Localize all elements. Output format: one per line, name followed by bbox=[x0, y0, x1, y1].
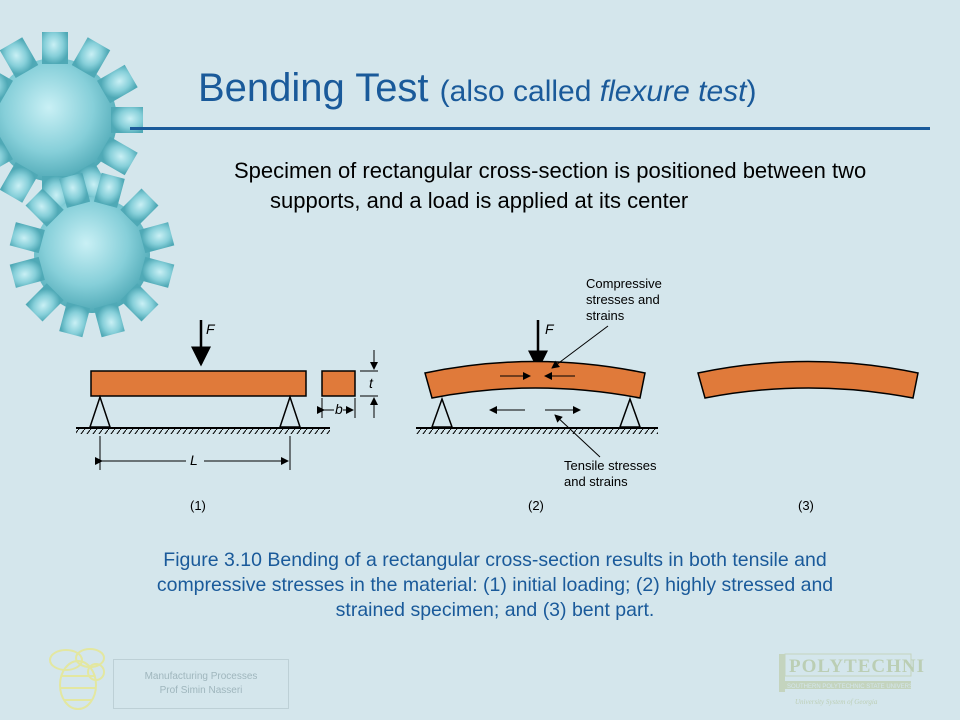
title-parenthetical: (also called flexure test) bbox=[439, 75, 757, 108]
panel-stressed-specimen: F Compressive stresses and strains Tensi… bbox=[416, 276, 662, 513]
panel3-label: (3) bbox=[798, 498, 814, 513]
force-label: F bbox=[206, 321, 216, 337]
bullet-text: Specimen of rectangular cross-section is… bbox=[234, 158, 867, 213]
bent-specimen bbox=[424, 360, 646, 399]
footer-credit: Manufacturing Processes Prof Simin Nasse… bbox=[113, 659, 289, 709]
panel2-label: (2) bbox=[528, 498, 544, 513]
panel1-label: (1) bbox=[190, 498, 206, 513]
bending-figure: F L t b (1) F bbox=[76, 276, 919, 513]
support-left bbox=[88, 394, 112, 428]
footer-course: Manufacturing Processes bbox=[144, 671, 258, 682]
panel-bent-part: (3) bbox=[697, 360, 919, 513]
bent-part bbox=[697, 360, 919, 399]
gear-decoration bbox=[0, 32, 175, 338]
thickness-label: t bbox=[369, 375, 374, 391]
cross-section bbox=[321, 370, 356, 397]
gear-icon bbox=[9, 172, 175, 338]
compressive-label-3: strains bbox=[586, 308, 625, 323]
slide-title: Bending Test (also called flexure test) bbox=[198, 66, 756, 111]
support-right bbox=[278, 394, 302, 428]
logo-subtitle: SOUTHERN POLYTECHNIC STATE UNIVERSITY bbox=[787, 684, 922, 690]
tensile-label-1: Tensile stresses bbox=[564, 458, 657, 473]
tensile-label-2: and strains bbox=[564, 474, 628, 489]
logo-tagline: University System of Georgia bbox=[795, 698, 878, 706]
bee-mascot-icon bbox=[49, 648, 105, 710]
compressive-label-2: stresses and bbox=[586, 292, 660, 307]
panel-initial-loading: F L t b (1) bbox=[76, 320, 378, 513]
width-label: b bbox=[335, 401, 343, 417]
specimen-bar bbox=[90, 370, 307, 397]
span-label: L bbox=[190, 452, 198, 468]
title-main: Bending Test bbox=[198, 66, 429, 110]
logo-name: POLYTECHNIC bbox=[789, 656, 925, 677]
title-underline bbox=[130, 127, 930, 130]
footer-author: Prof Simin Nasseri bbox=[159, 685, 243, 696]
figure-caption: Figure 3.10 Bending of a rectangular cro… bbox=[156, 549, 834, 621]
university-logo: POLYTECHNIC SOUTHERN POLYTECHNIC STATE U… bbox=[779, 653, 925, 706]
svg-text:F: F bbox=[545, 321, 555, 337]
compressive-label-1: Compressive bbox=[586, 276, 662, 291]
